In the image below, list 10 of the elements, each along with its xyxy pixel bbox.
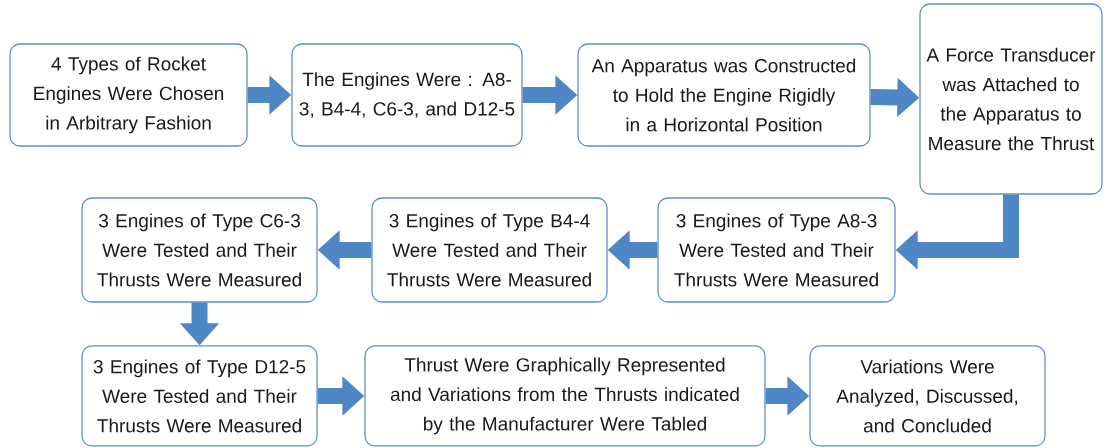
process-box: 4 Types of Rocket Engines Were Chosen in Arbitrary Fashion xyxy=(9,43,248,147)
process-box: An Apparatus was Constructed to Hold the Engine Rigidly in a Horizontal Position xyxy=(577,43,871,147)
process-box: 3 Engines of Type A8-3 Were Tested and Their Thrusts Were Measured xyxy=(657,197,896,303)
process-box: 3 Engines of Type D12-5 Were Tested and Their Thrusts Were Measured xyxy=(81,345,318,447)
process-box: 3 Engines of Type B4-4 Were Tested and Their Thrusts Were Measured xyxy=(371,197,608,303)
process-box: The Engines Were : A8-3, B4-4, C6-3, and D12-5 xyxy=(291,43,523,147)
process-box: 3 Engines of Type C6-3 Were Tested and Their Thrusts Were Measured xyxy=(81,197,318,303)
process-box: A Force Transducer was Attached to the Apparatus to Measure the Thrust xyxy=(919,3,1103,195)
process-box: Variations Were Analyzed, Discussed, and Concluded xyxy=(809,345,1046,447)
process-box: Thrust Were Graphically Represented and Variations from the Thrusts indicated by the Manufacturer Were Tabled xyxy=(364,345,766,447)
